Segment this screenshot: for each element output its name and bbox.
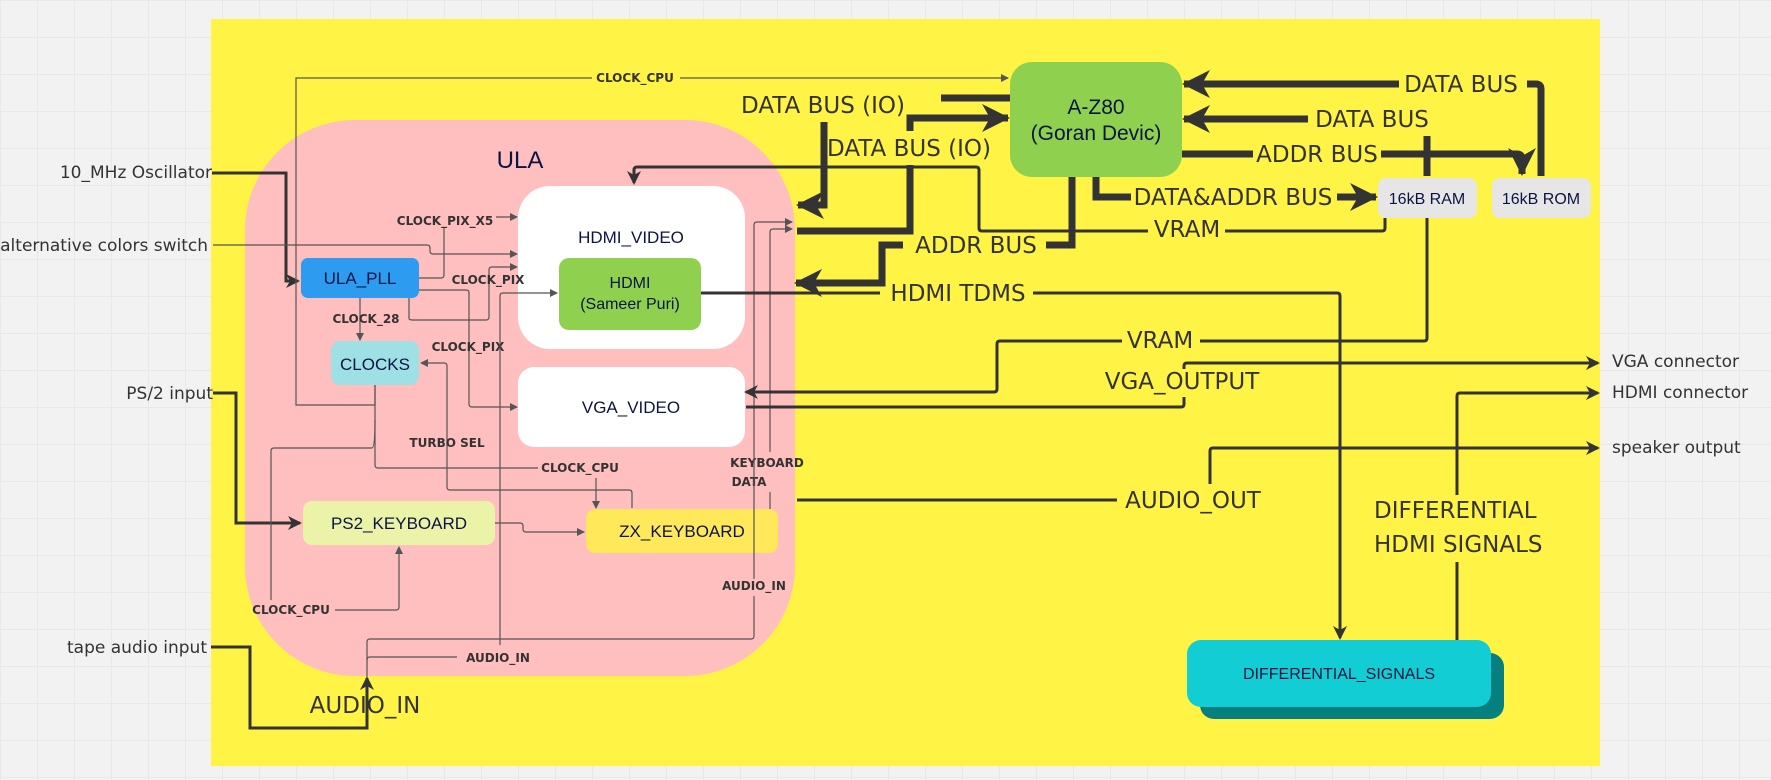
data-addr-bus-label: DATA&ADDR BUS bbox=[1134, 185, 1333, 211]
rom-label: 16kB ROM bbox=[1502, 191, 1580, 208]
differential-signals-block[interactable] bbox=[1187, 640, 1491, 707]
audio-in-right-wire-a bbox=[753, 218, 793, 579]
vram-mid-label: VRAM bbox=[1127, 328, 1193, 354]
tape-wire bbox=[211, 645, 374, 730]
addr-bus-ula-wire-b bbox=[794, 241, 903, 297]
clock-cpu-mid-wire bbox=[374, 385, 538, 469]
hdmi-label-line2: (Sameer Puri) bbox=[580, 296, 680, 313]
audio-out-label: AUDIO_OUT bbox=[1125, 488, 1262, 514]
turbo-sel-label: TURBO SEL bbox=[409, 436, 485, 450]
ps2-keyboard-label: PS2_KEYBOARD bbox=[331, 514, 467, 533]
clock-cpu-bottom-label: CLOCK_CPU bbox=[252, 603, 330, 618]
vram-mid-wire-a bbox=[1200, 218, 1429, 343]
differential-signals-label: DIFFERENTIAL_SIGNALS bbox=[1243, 666, 1435, 683]
addr-bus-top-label: ADDR BUS bbox=[1256, 142, 1378, 168]
clocks-block[interactable] bbox=[331, 341, 419, 385]
audio-in-bottom-label: AUDIO_IN bbox=[466, 651, 530, 666]
addr-bus-top-wire-b bbox=[1381, 148, 1536, 176]
data-bus-io-1-label: DATA BUS (IO) bbox=[741, 93, 905, 119]
clock-cpu-bottom-wire-a bbox=[270, 419, 376, 600]
tape-input-label: tape audio input bbox=[67, 638, 207, 658]
ula-pll-block[interactable] bbox=[301, 258, 419, 298]
clock-pix-label-1: CLOCK_PIX bbox=[452, 273, 526, 288]
data-bus-io-2-wire-b bbox=[797, 165, 914, 235]
data-bus-io-2-wire-a bbox=[906, 104, 1010, 132]
clock-pix-label-2: CLOCK_PIX bbox=[432, 340, 506, 355]
ula-pll-label: ULA_PLL bbox=[324, 269, 397, 288]
zx-keyboard-block[interactable] bbox=[586, 509, 778, 553]
addr-bus-ula-wire-a bbox=[1046, 177, 1076, 249]
ram-label: 16kB RAM bbox=[1389, 191, 1465, 208]
hdmi-tdms-label: HDMI TDMS bbox=[890, 281, 1025, 307]
vga-video-block[interactable] bbox=[518, 367, 745, 447]
hdmi-video-label: HDMI_VIDEO bbox=[578, 228, 684, 247]
data-bus-rom-label: DATA BUS bbox=[1404, 72, 1518, 98]
ps2-input-label: PS/2 input bbox=[126, 384, 213, 404]
vram-top-wire-b bbox=[627, 165, 1148, 233]
vram-top-wire-a bbox=[1225, 218, 1387, 233]
clock-pix-vga-wire bbox=[419, 289, 518, 411]
diff-hdmi-label-1: DIFFERENTIAL bbox=[1374, 498, 1537, 524]
ps2-keyboard-block[interactable] bbox=[303, 501, 495, 545]
clock-cpu-bottom-wire-b bbox=[335, 546, 403, 611]
diff-hdmi-wire-b bbox=[1455, 386, 1600, 495]
clock-28-label: CLOCK_28 bbox=[332, 312, 399, 327]
clock-pix-hdmi-wire bbox=[408, 263, 518, 321]
audio-out-wire-b bbox=[1208, 441, 1600, 484]
diff-hdmi-label-2: HDMI SIGNALS bbox=[1374, 532, 1543, 558]
ram-block[interactable] bbox=[1378, 178, 1477, 218]
ps2-wire bbox=[213, 391, 302, 530]
ps2-to-zx-wire bbox=[495, 522, 585, 536]
speaker-output-label: speaker output bbox=[1612, 438, 1741, 458]
clock-cpu-mid-label: CLOCK_CPU bbox=[541, 461, 619, 476]
hdmi-label-line1: HDMI bbox=[610, 275, 651, 292]
audio-in-right-wire-b bbox=[366, 596, 755, 678]
z80-cpu-block[interactable] bbox=[1010, 62, 1182, 177]
vga-video-label: VGA_VIDEO bbox=[582, 398, 680, 417]
zx-keyboard-label: ZX_KEYBOARD bbox=[619, 522, 745, 541]
alt-colors-wire bbox=[213, 244, 518, 258]
audio-in-ext-label: AUDIO_IN bbox=[310, 693, 421, 719]
ula-title: ULA bbox=[497, 147, 544, 174]
clock-cpu-top-label: CLOCK_CPU bbox=[596, 71, 674, 86]
oscillator-input-label: 10_MHz Oscillator bbox=[60, 163, 212, 183]
keyboard-data-label-2: DATA bbox=[732, 475, 768, 489]
alt-colors-input-label: alternative colors switch bbox=[0, 236, 208, 256]
vram-top-label: VRAM bbox=[1154, 217, 1220, 243]
hdmi-input-wire bbox=[499, 289, 558, 645]
vga-output-label: VGA_OUTPUT bbox=[1105, 369, 1260, 395]
data-bus-io-1-wire-b bbox=[796, 122, 828, 219]
clock-pix-x5-wire bbox=[419, 228, 445, 279]
data-bus-io-2-label: DATA BUS (IO) bbox=[827, 136, 991, 162]
clocks-label: CLOCKS bbox=[340, 355, 410, 374]
vga-output-wire-b bbox=[1182, 356, 1600, 370]
hdmi-tdms-wire-b bbox=[1033, 291, 1347, 640]
keyboard-data-wire-b bbox=[769, 225, 793, 452]
data-addr-bus-wire-a bbox=[1092, 177, 1131, 201]
audio-in-right-label: AUDIO_IN bbox=[722, 579, 786, 594]
z80-label-line1: A-Z80 bbox=[1067, 96, 1124, 119]
hdmi-block[interactable] bbox=[559, 258, 701, 330]
hdmi-connector-label: HDMI connector bbox=[1612, 383, 1748, 403]
rom-block[interactable] bbox=[1492, 178, 1591, 218]
vga-output-wire-a bbox=[746, 397, 1186, 409]
keyboard-data-label-1: KEYBOARD bbox=[730, 456, 804, 470]
addr-bus-ula-label: ADDR BUS bbox=[915, 233, 1037, 259]
oscillator-wire bbox=[212, 171, 300, 288]
z80-label-line2: (Goran Devic) bbox=[1031, 122, 1162, 145]
data-bus-rom-wire bbox=[1527, 80, 1545, 176]
vga-connector-label: VGA connector bbox=[1612, 352, 1739, 372]
clock-pix-x5-label: CLOCK_PIX_X5 bbox=[397, 214, 493, 229]
data-bus-ram-label: DATA BUS bbox=[1315, 107, 1429, 133]
turbo-sel-wire bbox=[420, 359, 633, 508]
audio-in-bottom-wire bbox=[366, 656, 457, 661]
vram-mid-wire-b bbox=[744, 339, 1122, 399]
